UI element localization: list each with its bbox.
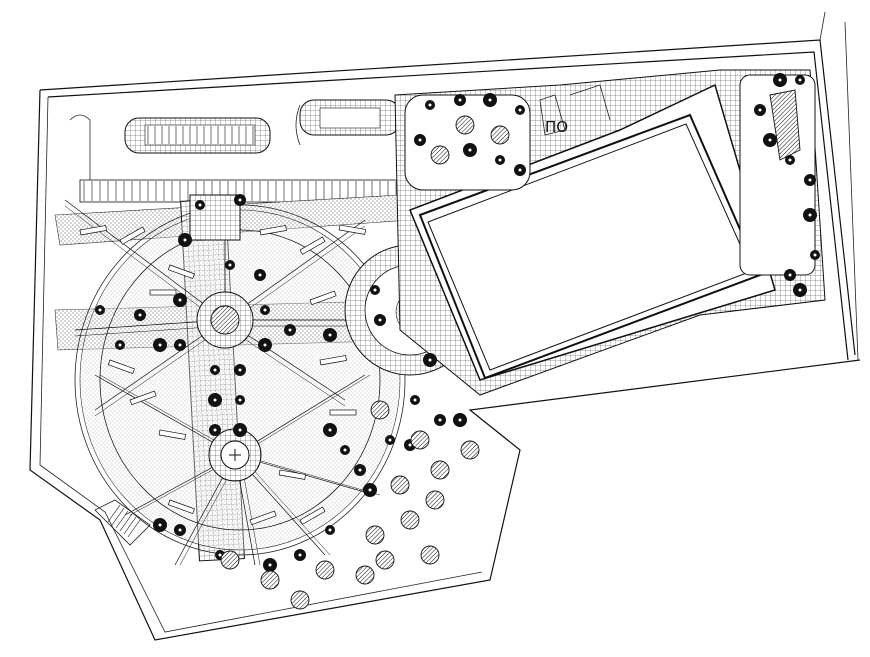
entrance-stairs <box>94 499 151 546</box>
trees <box>95 73 820 610</box>
building-complex: ПО <box>394 69 826 396</box>
site-boundary <box>29 11 861 641</box>
radial-garden <box>64 194 406 566</box>
court-planters <box>430 115 510 165</box>
parking-area <box>69 99 401 203</box>
building-label: ПО <box>545 118 568 136</box>
